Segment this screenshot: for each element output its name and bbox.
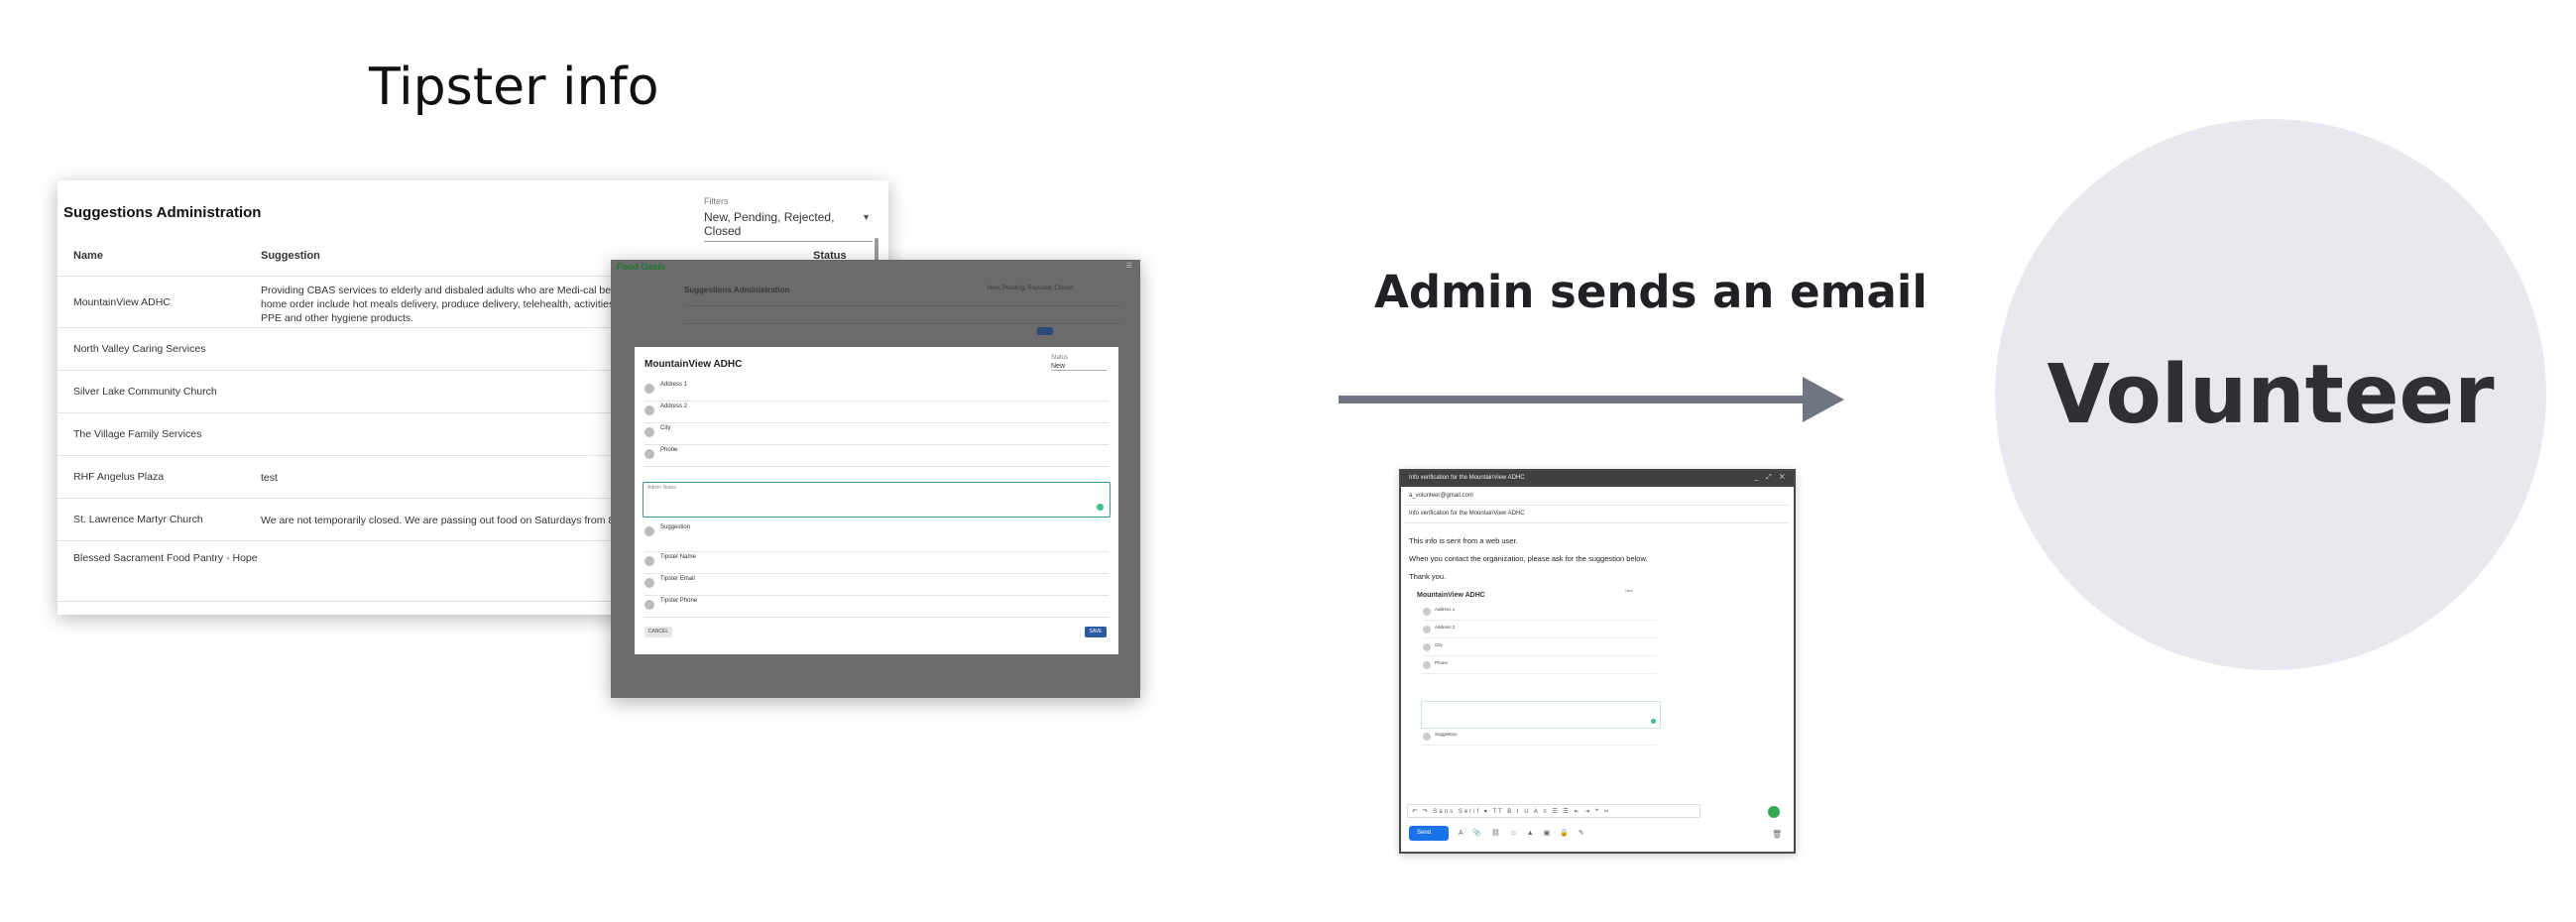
body-line: This info is sent from a web user. [1409,536,1518,545]
phone-icon [1423,661,1431,669]
volunteer-label: Volunteer [2047,347,2495,442]
status-label: Status [1051,355,1069,361]
bg-filter-value: New, Pending, Rejected, Closed [988,286,1074,291]
divider [1405,505,1790,506]
embedded-title: MountainView ADHC [1417,592,1485,599]
scrollbar[interactable] [875,238,878,278]
embedded-field: Address 2 [1423,624,1657,638]
compose-title-bar [1401,471,1794,487]
col-header-suggestion: Suggestion [261,250,320,262]
cancel-button[interactable]: CANCEL [644,627,672,637]
col-header-name: Name [73,250,103,262]
chevron-down-icon: ▼ [862,212,871,222]
embedded-field: Address 1 [1423,606,1657,621]
volunteer-node: Volunteer [1995,119,2546,670]
send-button[interactable]: Send [1409,826,1449,841]
row-suggestion: test [261,472,278,484]
bg-table-row [684,323,1120,346]
compose-window-title: Info verification for the MountainView A… [1409,475,1525,481]
field-tipster-name: Tipster Name [644,553,1109,574]
arrow-head [1803,377,1844,422]
person-icon [644,556,654,566]
table-row[interactable]: MountainView ADHC Providing CBAS service… [58,276,888,328]
table-row[interactable]: RHF Angelus Plaza test [58,455,888,499]
table-footer-divider [58,601,888,602]
table-row[interactable]: Silver Lake Community Church [58,370,888,413]
header-menu-icon[interactable]: ☰ [1125,263,1132,270]
field-address-1: Address 1 [644,381,1109,402]
table-row[interactable]: St. Lawrence Martyr Church We are not te… [58,498,888,541]
table-row[interactable]: Blessed Sacrament Food Pantry - Hope [58,540,888,584]
row-suggestion: We are not temporarily closed. We are pa… [261,515,658,526]
embedded-suggestion-card: MountainView ADHC New Address 1 Address … [1417,588,1677,746]
comment-icon [1423,733,1431,741]
table-row[interactable]: The Village Family Services [58,412,888,456]
suggestion-modal-screenshot: Food Oasis ☰ Suggestions Administration … [611,260,1140,698]
row-name: Silver Lake Community Church [73,386,217,398]
body-line: When you contact the organization, pleas… [1409,554,1648,563]
trash-icon[interactable]: 🗑 [1772,830,1783,839]
bg-edit-button [1037,327,1053,335]
row-name: RHF Angelus Plaza [73,471,165,483]
flow-arrow [1339,377,1844,422]
embedded-field: City [1423,641,1657,656]
email-compose-screenshot: Info verification for the MountainView A… [1399,469,1796,854]
city-icon [1423,643,1431,651]
bg-table-header [684,305,1120,324]
formatting-toolbar[interactable]: ↶ ↷ Sans Serif ▾ TT B I U A ≡ ☰ ☰ ⇤ ⇥ ❝ … [1407,804,1700,818]
email-icon [644,578,654,588]
admin-notes-textarea[interactable]: Admin Notes [643,482,1111,518]
app-brand: Food Oasis [617,262,666,272]
filters-value: New, Pending, Rejected, Closed [704,210,835,238]
admin-sends-email-heading: Admin sends an email [1374,266,1928,318]
location-icon [644,405,654,415]
status-select[interactable]: New [1051,363,1107,371]
dialog-title: MountainView ADHC [644,359,743,370]
phone-icon [644,600,654,610]
field-suggestion: Suggestion [644,523,1109,552]
field-tipster-email: Tipster Email [644,575,1109,596]
to-field[interactable]: a_volunteer@gmail.com [1409,493,1473,499]
embedded-field: Suggestion [1423,731,1657,746]
row-name: MountainView ADHC [73,296,171,308]
location-icon [1423,608,1431,616]
embedded-status: New [1625,588,1634,593]
tipster-info-heading: Tipster info [369,58,659,117]
location-icon [644,384,654,394]
bg-page-title: Suggestions Administration [684,286,790,294]
col-header-status: Status [813,250,847,262]
comment-icon [644,526,654,536]
filters-label: Filters [704,196,729,206]
field-phone: Phone [644,446,1109,467]
table-row[interactable]: North Valley Caring Services [58,327,888,371]
field-city: City [644,424,1109,445]
divider [1405,522,1790,523]
field-tipster-phone: Tipster Phone [644,597,1109,618]
filters-select[interactable]: New, Pending, Rejected, Closed ▼ [704,210,873,242]
save-button[interactable]: SAVE [1085,627,1107,637]
location-icon [1423,626,1431,634]
row-name: St. Lawrence Martyr Church [73,514,203,525]
row-name: The Village Family Services [73,428,202,440]
body-line: Thank you. [1409,572,1447,581]
suggestions-admin-title: Suggestions Administration [63,204,262,221]
grammar-check-icon [1097,504,1104,511]
compose-actions-icons[interactable]: A 📎 ⛓ ☺ ▲ ▣ 🔒 ✎ [1459,830,1588,837]
font-select[interactable]: Sans Serif [1433,809,1481,815]
embedded-textarea [1421,701,1661,729]
suggestion-dialog: MountainView ADHC Status New Address 1 A… [635,347,1118,654]
row-name: North Valley Caring Services [73,343,206,355]
row-suggestion: Providing CBAS services to elderly and d… [261,285,653,324]
grammar-check-icon [1651,719,1656,724]
extension-icon[interactable] [1768,806,1780,818]
field-address-2: Address 2 [644,403,1109,423]
window-controls-icon[interactable]: _ ⤢ ✕ [1754,474,1788,481]
city-icon [644,427,654,437]
subject-field[interactable]: Info verification for the MountainView A… [1409,511,1525,517]
embedded-field: Phone [1423,659,1657,674]
phone-icon [644,449,654,459]
row-name: Blessed Sacrament Food Pantry - Hope [73,552,258,564]
